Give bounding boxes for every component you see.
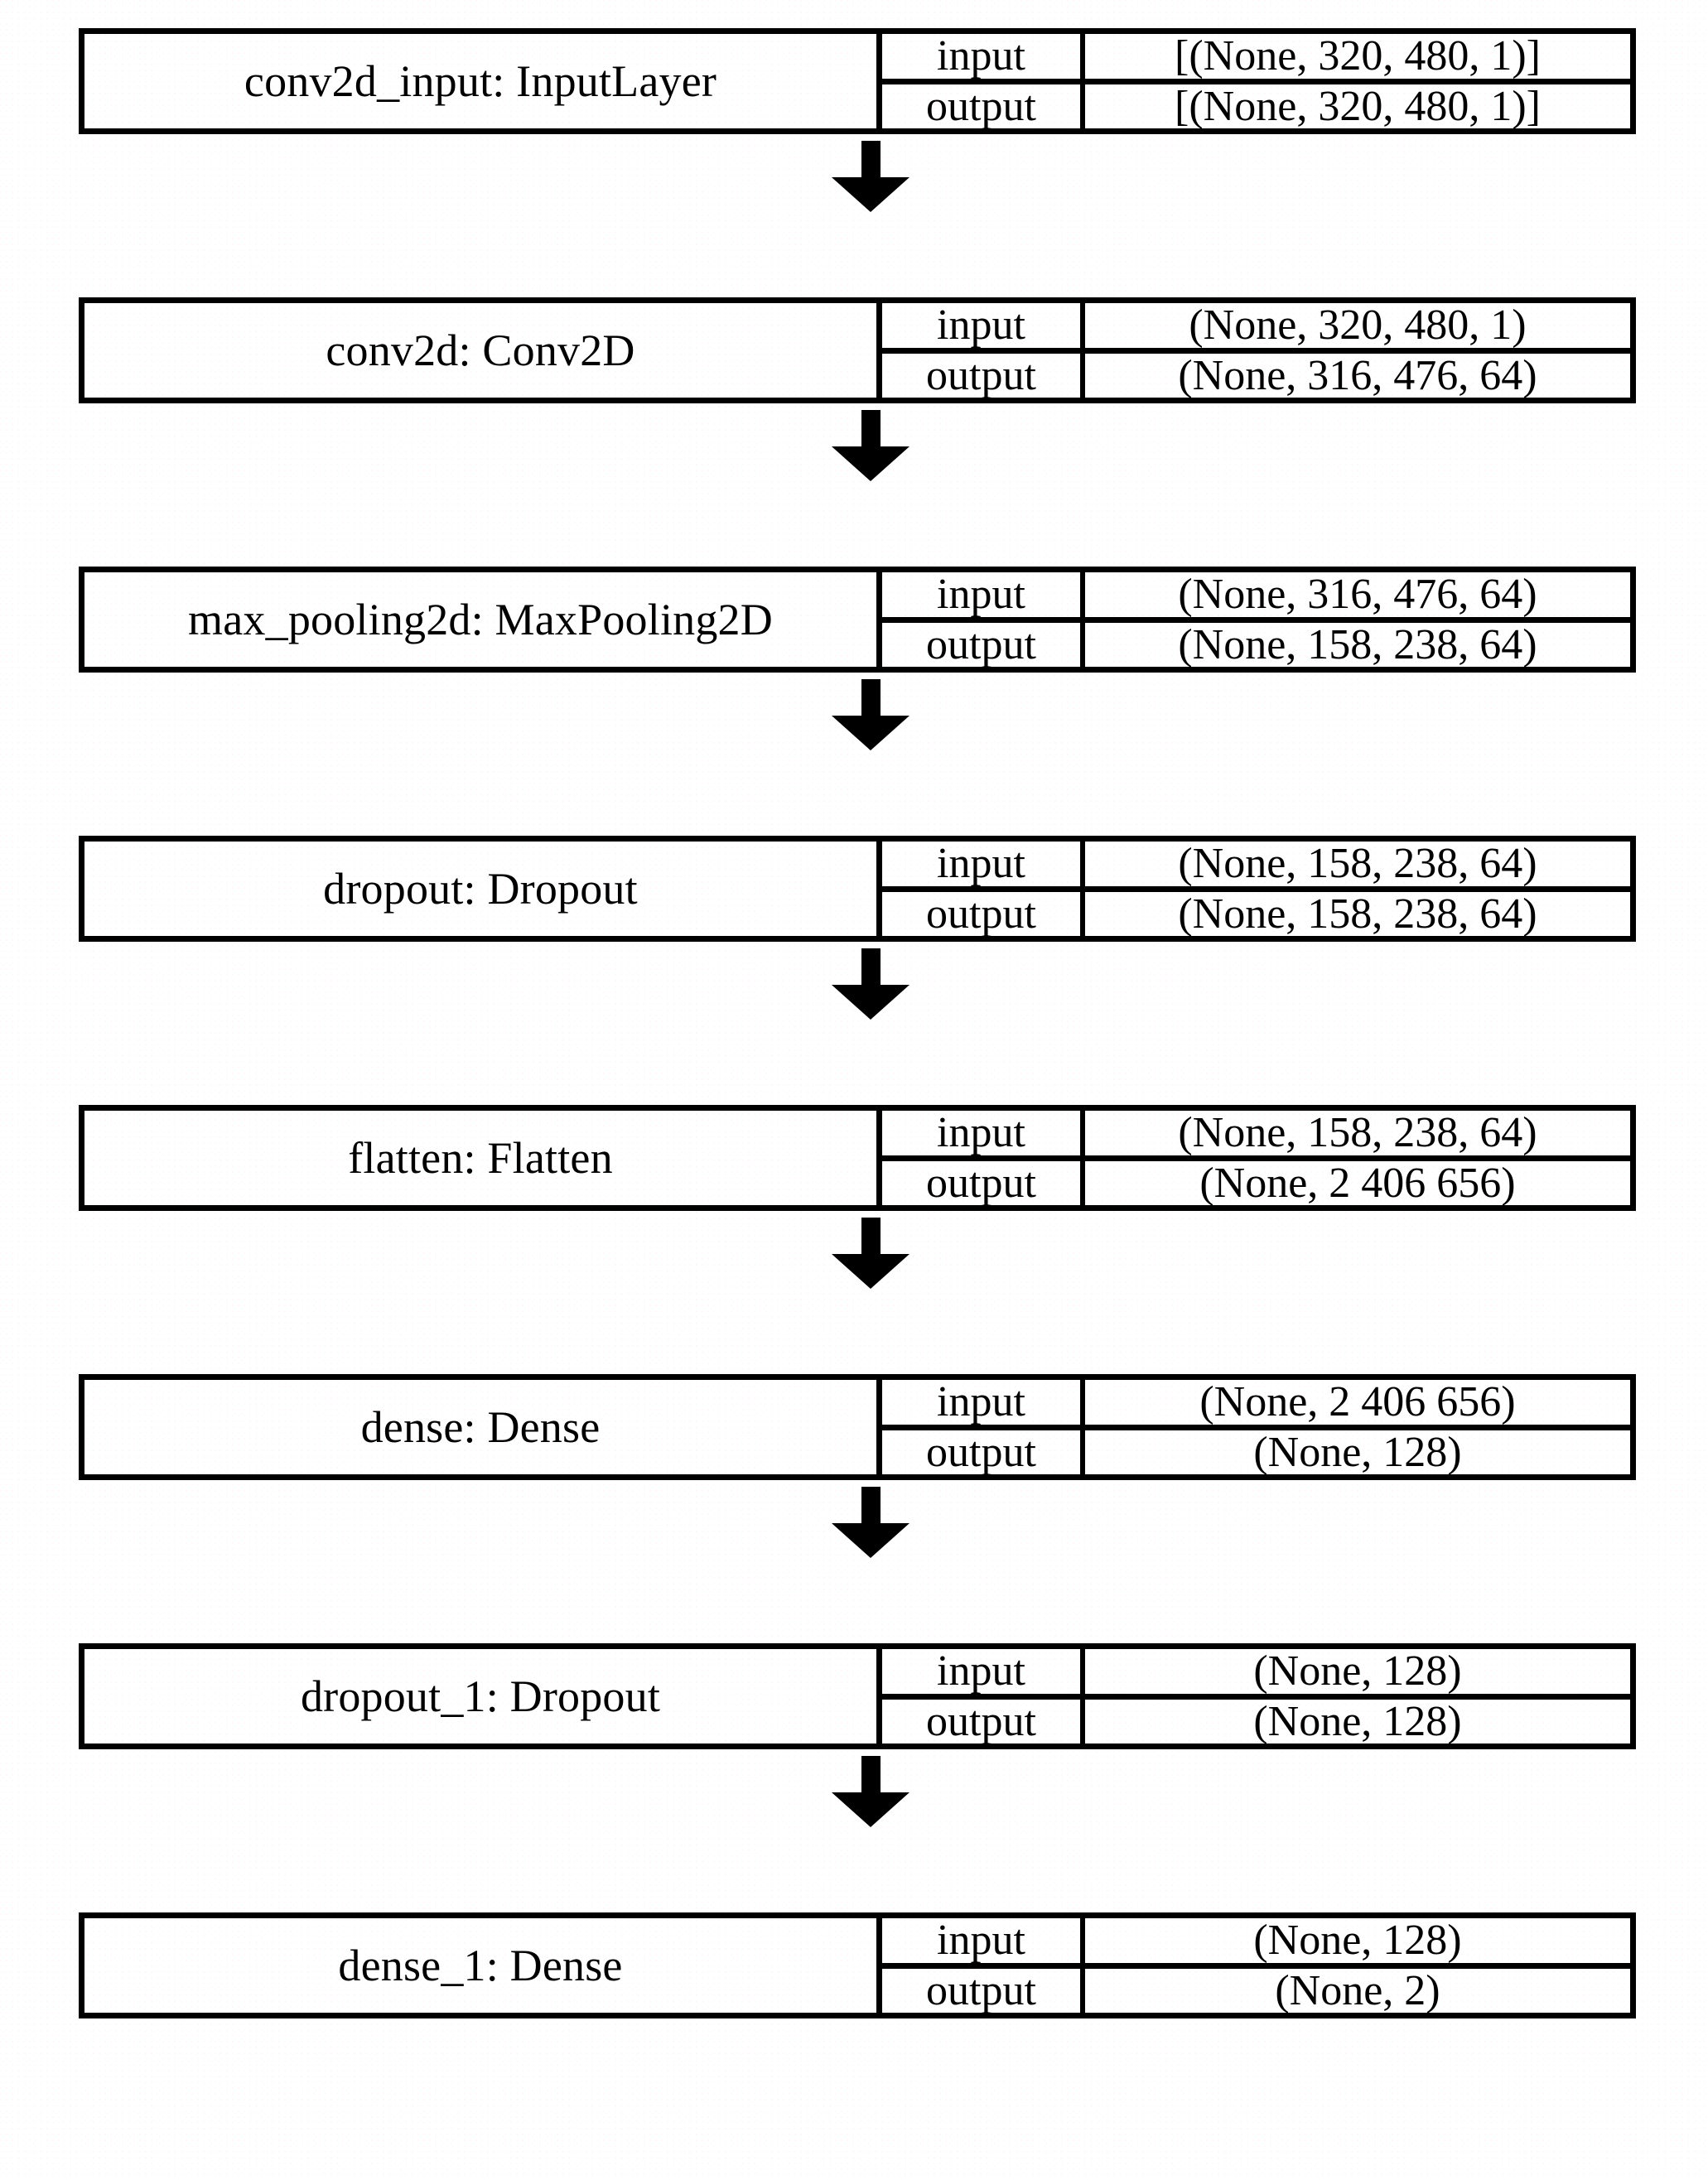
- io-label-input: input: [882, 1378, 1085, 1425]
- io-shape-output-dropout: (None, 158, 238, 64): [1178, 890, 1537, 938]
- layer-name-dense_1: dense_1: Dense: [84, 1918, 882, 2013]
- io-shape-output-max_pooling2d: (None, 158, 238, 64): [1178, 620, 1537, 668]
- io-row-output-conv2d: output (None, 316, 476, 64): [882, 351, 1630, 399]
- io-label-output: output: [882, 83, 1085, 130]
- layer-io-table-flatten: input (None, 158, 238, 64) output (None, 2 …: [882, 1109, 1630, 1207]
- layer-io-table-max_pooling2d: input (None, 316, 476, 64) output (None, 15…: [882, 571, 1630, 668]
- arrow-shaft: [861, 1218, 881, 1257]
- layer-name-dropout: dropout: Dropout: [84, 842, 882, 936]
- layer-name-conv2d_input: conv2d_input: InputLayer: [84, 34, 882, 128]
- io-row-output-dense: output (None, 128): [882, 1428, 1630, 1476]
- io-row-output-conv2d_input: output [(None, 320, 480, 1)]: [882, 82, 1630, 130]
- io-row-input-dropout_1: input (None, 128): [882, 1647, 1630, 1700]
- io-label-input: input: [882, 1647, 1085, 1695]
- arrow-dropout_1-to-dense_1: [832, 1756, 909, 1827]
- arrow-shaft: [861, 410, 881, 450]
- io-shape-output-dense: (None, 128): [1253, 1428, 1462, 1476]
- io-label-output: output: [882, 621, 1085, 668]
- arrow-head-icon: [832, 1523, 909, 1558]
- io-shape-input-flatten: (None, 158, 238, 64): [1178, 1109, 1537, 1157]
- io-label-input: input: [882, 571, 1085, 618]
- layer-name-conv2d: conv2d: Conv2D: [84, 303, 882, 398]
- arrow-shaft: [861, 679, 881, 719]
- arrow-shaft: [861, 1487, 881, 1526]
- arrow-conv2d_input-to-conv2d: [832, 141, 909, 212]
- io-label-output: output: [882, 1160, 1085, 1207]
- io-label-input: input: [882, 1109, 1085, 1156]
- io-shape-output-conv2d_input: [(None, 320, 480, 1)]: [1175, 82, 1541, 130]
- io-label-input: input: [882, 301, 1085, 349]
- io-shape-output-dense_1: (None, 2): [1275, 1966, 1440, 2014]
- layer-io-table-dense_1: input (None, 128) output (None, 2): [882, 1917, 1630, 2014]
- arrow-shaft: [861, 948, 881, 988]
- layer-name-flatten: flatten: Flatten: [84, 1111, 882, 1205]
- io-label-input: input: [882, 32, 1085, 80]
- io-row-input-dropout: input (None, 158, 238, 64): [882, 840, 1630, 892]
- layer-name-max_pooling2d: max_pooling2d: MaxPooling2D: [84, 572, 882, 667]
- arrow-max_pooling2d-to-dropout: [832, 679, 909, 750]
- io-shape-input-dense_1: (None, 128): [1253, 1917, 1462, 1965]
- arrow-dropout-to-flatten: [832, 948, 909, 1020]
- layer-io-table-conv2d: input (None, 320, 480, 1) output (None, 316…: [882, 301, 1630, 399]
- io-row-output-max_pooling2d: output (None, 158, 238, 64): [882, 620, 1630, 668]
- io-shape-output-flatten: (None, 2 406 656): [1199, 1159, 1516, 1207]
- io-shape-input-conv2d: (None, 320, 480, 1): [1189, 301, 1527, 350]
- io-row-input-conv2d: input (None, 320, 480, 1): [882, 301, 1630, 354]
- arrow-head-icon: [832, 1792, 909, 1827]
- io-label-output: output: [882, 352, 1085, 399]
- layer-name-dropout_1: dropout_1: Dropout: [84, 1649, 882, 1744]
- io-row-output-dropout_1: output (None, 128): [882, 1697, 1630, 1745]
- arrow-head-icon: [832, 1254, 909, 1289]
- arrow-flatten-to-dense: [832, 1218, 909, 1289]
- io-row-input-max_pooling2d: input (None, 316, 476, 64): [882, 571, 1630, 623]
- layer-io-table-dropout_1: input (None, 128) output (None, 128): [882, 1647, 1630, 1745]
- io-label-input: input: [882, 840, 1085, 887]
- layer-io-table-dropout: input (None, 158, 238, 64) output (None, 15…: [882, 840, 1630, 938]
- arrow-conv2d-to-max_pooling2d: [832, 410, 909, 481]
- io-label-output: output: [882, 1698, 1085, 1745]
- io-label-output: output: [882, 890, 1085, 938]
- arrow-head-icon: [832, 177, 909, 212]
- io-shape-input-dropout_1: (None, 128): [1253, 1647, 1462, 1695]
- arrow-head-icon: [832, 716, 909, 750]
- io-label-output: output: [882, 1429, 1085, 1476]
- io-shape-input-dense: (None, 2 406 656): [1199, 1378, 1516, 1426]
- arrow-head-icon: [832, 446, 909, 481]
- layer-io-table-conv2d_input: input [(None, 320, 480, 1)] output [(None, …: [882, 32, 1630, 130]
- arrow-shaft: [861, 141, 881, 181]
- io-shape-output-dropout_1: (None, 128): [1253, 1697, 1462, 1745]
- io-row-input-dense: input (None, 2 406 656): [882, 1378, 1630, 1430]
- arrow-shaft: [861, 1756, 881, 1796]
- io-label-input: input: [882, 1917, 1085, 1964]
- io-shape-input-dropout: (None, 158, 238, 64): [1178, 840, 1537, 888]
- io-shape-input-conv2d_input: [(None, 320, 480, 1)]: [1175, 32, 1541, 80]
- arrow-head-icon: [832, 985, 909, 1020]
- layer-io-table-dense: input (None, 2 406 656) output (None, 128): [882, 1378, 1630, 1476]
- io-shape-input-max_pooling2d: (None, 316, 476, 64): [1178, 571, 1537, 619]
- layer-name-dense: dense: Dense: [84, 1380, 882, 1474]
- io-row-input-dense_1: input (None, 128): [882, 1917, 1630, 1969]
- io-row-input-flatten: input (None, 158, 238, 64): [882, 1109, 1630, 1161]
- io-row-output-dropout: output (None, 158, 238, 64): [882, 890, 1630, 938]
- arrow-dense-to-dropout_1: [832, 1487, 909, 1558]
- io-row-input-conv2d_input: input [(None, 320, 480, 1)]: [882, 32, 1630, 84]
- io-shape-output-conv2d: (None, 316, 476, 64): [1178, 351, 1537, 399]
- io-row-output-flatten: output (None, 2 406 656): [882, 1159, 1630, 1207]
- io-row-output-dense_1: output (None, 2): [882, 1966, 1630, 2014]
- io-label-output: output: [882, 1967, 1085, 2014]
